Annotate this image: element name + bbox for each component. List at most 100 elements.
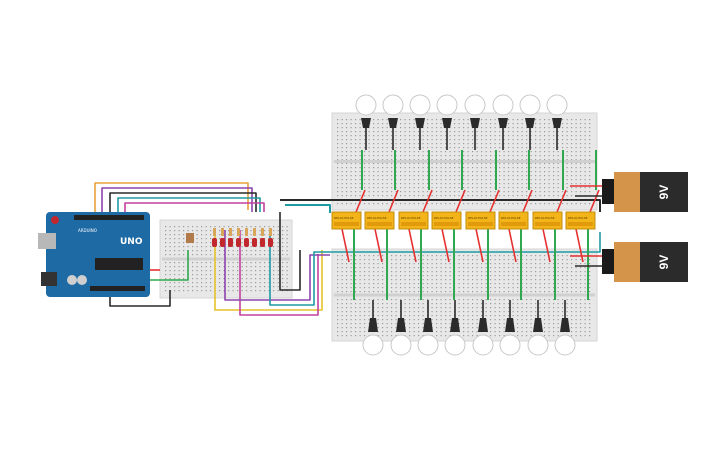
- hole: [544, 291, 546, 293]
- bulb-top-2[interactable]: [382, 94, 404, 128]
- hole: [490, 147, 492, 149]
- hole: [521, 151, 523, 153]
- hole: [467, 139, 469, 141]
- bulb-top-1[interactable]: [355, 94, 377, 128]
- hole: [458, 315, 460, 317]
- hole: [436, 195, 438, 197]
- bulb-top-3[interactable]: [409, 94, 431, 128]
- hole: [259, 234, 261, 236]
- hole: [535, 175, 537, 177]
- hole: [395, 179, 397, 181]
- hole: [476, 155, 478, 157]
- bulb-bottom-5[interactable]: [472, 318, 494, 356]
- hole: [589, 267, 591, 269]
- hole: [440, 155, 442, 157]
- hole: [436, 167, 438, 169]
- relay-body[interactable]: [498, 211, 529, 230]
- hole: [413, 299, 415, 301]
- hole: [359, 179, 361, 181]
- battery-9v-1[interactable]: 9V: [602, 172, 688, 212]
- hole: [201, 250, 203, 252]
- hole: [337, 291, 339, 293]
- hole: [508, 147, 510, 149]
- hole: [589, 327, 591, 329]
- hole: [467, 319, 469, 321]
- hole: [395, 279, 397, 281]
- bulb-top-6[interactable]: [492, 94, 514, 128]
- hole: [250, 246, 252, 248]
- bulb-bottom-4[interactable]: [444, 318, 466, 356]
- hole: [422, 335, 424, 337]
- hole: [346, 331, 348, 333]
- bulb-top-8[interactable]: [546, 94, 568, 128]
- arduino-pcb[interactable]: [46, 212, 150, 297]
- relay-body[interactable]: [364, 211, 395, 230]
- arduino-board[interactable]: UNO ARDUINO: [38, 212, 150, 297]
- relay-module-6[interactable]: RELAY-PULSE: [498, 211, 529, 230]
- hole: [241, 230, 243, 232]
- bulb-top-7[interactable]: [519, 94, 541, 128]
- relay-body[interactable]: [532, 211, 563, 230]
- hole: [228, 230, 230, 232]
- hole: [571, 267, 573, 269]
- hole: [286, 278, 288, 280]
- hole: [553, 327, 555, 329]
- relay-module-2[interactable]: RELAY-PULSE: [364, 211, 395, 230]
- bulb-bottom-2[interactable]: [390, 318, 412, 356]
- hole: [562, 119, 564, 121]
- hole: [395, 291, 397, 293]
- reset-button[interactable]: [51, 216, 59, 224]
- hole: [508, 139, 510, 141]
- hole: [535, 263, 537, 265]
- hole: [490, 335, 492, 337]
- hole: [562, 267, 564, 269]
- hole: [575, 159, 577, 161]
- hole: [282, 246, 284, 248]
- bulb-top-4[interactable]: [436, 94, 458, 128]
- bulb-bottom-6[interactable]: [499, 318, 521, 356]
- relay-body[interactable]: [465, 211, 496, 230]
- hole: [463, 131, 465, 133]
- led-8: [268, 238, 273, 247]
- hole: [508, 159, 510, 161]
- hole: [445, 275, 447, 277]
- battery-9v-2[interactable]: 9V: [602, 242, 688, 282]
- relay-body[interactable]: [565, 211, 596, 230]
- hole: [337, 279, 339, 281]
- bulb-top-5[interactable]: [464, 94, 486, 128]
- hole: [580, 187, 582, 189]
- hole: [337, 271, 339, 273]
- hole: [490, 299, 492, 301]
- hole: [373, 151, 375, 153]
- hole: [557, 327, 559, 329]
- hole: [196, 246, 198, 248]
- hole: [517, 319, 519, 321]
- hole: [467, 287, 469, 289]
- relay-body[interactable]: [431, 211, 462, 230]
- relay-module-7[interactable]: RELAY-PULSE: [532, 211, 563, 230]
- hole: [386, 203, 388, 205]
- hole: [499, 143, 501, 145]
- bulb-bottom-8[interactable]: [554, 318, 576, 356]
- relay-module-1[interactable]: RELAY-PULSE: [331, 211, 362, 230]
- relay-module-8[interactable]: RELAY-PULSE: [565, 211, 596, 230]
- hole: [445, 279, 447, 281]
- hole: [219, 270, 221, 272]
- hole: [445, 283, 447, 285]
- hole: [364, 287, 366, 289]
- hole: [467, 299, 469, 301]
- bulb-bottom-3[interactable]: [417, 318, 439, 356]
- relay-body[interactable]: [331, 211, 362, 230]
- hole: [544, 303, 546, 305]
- hole: [548, 279, 550, 281]
- hole: [413, 291, 415, 293]
- bulb-bottom-1[interactable]: [362, 318, 384, 356]
- relay-module-4[interactable]: RELAY-PULSE: [431, 211, 462, 230]
- relay-body[interactable]: [398, 211, 429, 230]
- relay-module-5[interactable]: RELAY-PULSE: [465, 211, 496, 230]
- hole: [382, 307, 384, 309]
- relay-module-3[interactable]: RELAY-PULSE: [398, 211, 429, 230]
- bulb-base: [450, 318, 460, 332]
- hole: [472, 303, 474, 305]
- bulb-bottom-7[interactable]: [527, 318, 549, 356]
